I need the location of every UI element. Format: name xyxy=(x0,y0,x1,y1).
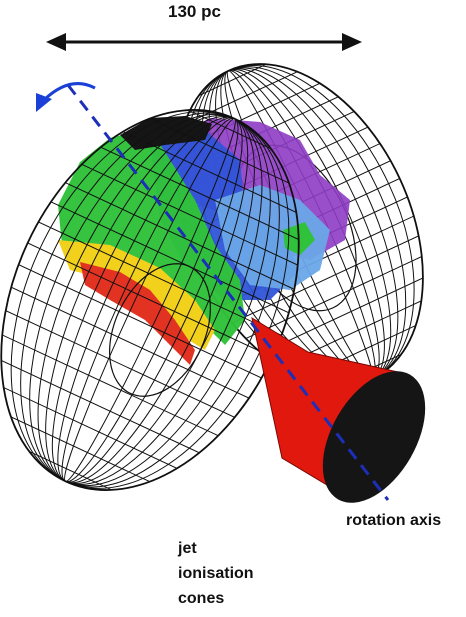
jet-label-line-1: jet xyxy=(178,540,197,557)
rotation-axis-line xyxy=(66,84,390,501)
rotation-axis-label: rotation axis xyxy=(346,512,442,529)
left-lobe-parallel xyxy=(59,127,341,260)
torus-left-lobe xyxy=(0,63,357,537)
left-lobe-parallel xyxy=(0,319,251,452)
rotation-arrow xyxy=(36,82,96,112)
cone-base xyxy=(322,371,426,503)
left-lobe-parallel xyxy=(0,340,241,473)
scale-label: 130 pc xyxy=(168,2,221,21)
scale-arrow xyxy=(46,33,362,51)
cloud-red-region xyxy=(80,262,195,365)
left-lobe-parallel xyxy=(0,298,261,430)
ionisation-cone xyxy=(251,316,426,503)
right-lobe-parallel xyxy=(207,223,444,335)
left-lobe-parallel xyxy=(29,191,311,324)
left-lobe-parallel xyxy=(0,255,281,388)
left-lobe-parallel xyxy=(9,234,291,366)
jet-label-line-3: cones xyxy=(178,590,225,607)
left-lobe-parallel xyxy=(0,276,271,409)
jet-label-line-2: ionisation xyxy=(178,565,254,582)
left-lobe-parallel xyxy=(49,148,331,281)
left-lobe-parallel xyxy=(39,170,321,302)
cloud-lightblue-region xyxy=(215,185,330,290)
